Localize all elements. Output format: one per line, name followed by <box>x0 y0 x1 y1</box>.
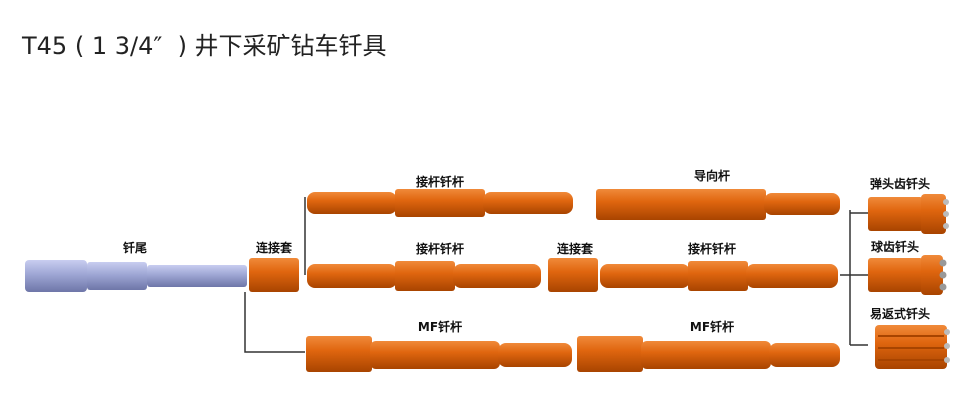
label-extension-rod-top: 接杆钎杆 <box>415 175 465 189</box>
shank-adapter <box>25 260 247 292</box>
label-bit-ballistic: 弹头齿钎头 <box>869 177 931 191</box>
mf-rod-1 <box>306 336 572 372</box>
label-bit-spherical: 球齿钎头 <box>870 240 920 254</box>
coupling-sleeve-1 <box>249 258 299 292</box>
bit-spherical <box>868 255 947 295</box>
bit-ballistic <box>868 194 949 234</box>
mf-rod-2 <box>577 336 840 372</box>
page-title: T45 ( 1 3/4″ ) 井下采矿钻车钎具 <box>22 32 387 60</box>
extension-rod-top <box>307 189 573 217</box>
label-mf-rod-2: MF钎杆 <box>689 320 735 334</box>
label-bit-retrac: 易返式钎头 <box>869 307 931 321</box>
label-coupling-1: 连接套 <box>255 241 293 255</box>
label-extension-rod-mid-2: 接杆钎杆 <box>687 242 737 256</box>
extension-rod-mid-1 <box>307 261 541 291</box>
label-guide-rod: 导向杆 <box>693 169 731 183</box>
label-coupling-2: 连接套 <box>556 242 594 256</box>
label-mf-rod-1: MF钎杆 <box>417 320 463 334</box>
extension-rod-mid-2 <box>600 261 838 291</box>
label-extension-rod-mid-1: 接杆钎杆 <box>415 242 465 256</box>
connector-lines <box>244 197 868 353</box>
bit-retrac <box>875 325 950 369</box>
guide-rod <box>596 189 840 220</box>
label-shank: 钎尾 <box>122 241 148 255</box>
coupling-sleeve-2 <box>548 258 598 292</box>
